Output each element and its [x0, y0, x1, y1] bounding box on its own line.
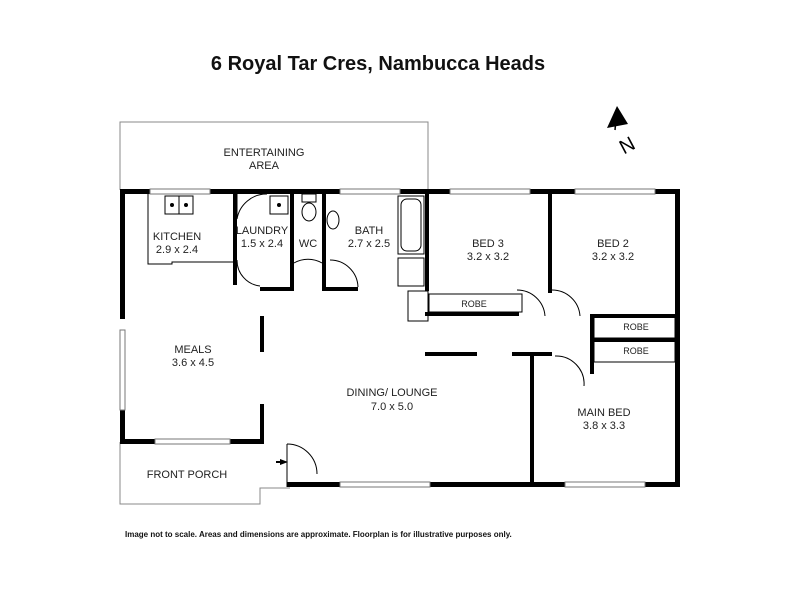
laundry-label: LAUNDRY	[236, 225, 289, 237]
kitchen-label: KITCHEN	[153, 231, 201, 243]
main-bed-size: 3.8 x 3.3	[583, 420, 625, 432]
robe-boxes	[407, 290, 676, 363]
entry-arrow-icon	[276, 459, 288, 465]
bath-size: 2.7 x 2.5	[348, 238, 390, 250]
robe-bed-2-label: ROBE	[623, 322, 649, 332]
meals-size: 3.6 x 4.5	[172, 357, 214, 369]
kitchen-size: 2.9 x 2.4	[156, 244, 198, 256]
entertaining-area-outline	[119, 121, 429, 190]
page-title: 6 Royal Tar Cres, Nambucca Heads	[211, 53, 545, 75]
front-door	[286, 443, 318, 487]
laundry-size: 1.5 x 2.4	[241, 238, 283, 250]
meals-label: MEALS	[174, 344, 211, 356]
bath-door	[329, 259, 359, 288]
bedroom-doors	[516, 289, 585, 387]
north-label: N	[616, 133, 639, 159]
basin-icon	[326, 210, 340, 230]
windows	[119, 188, 656, 488]
bathtub-icon	[397, 195, 425, 255]
robe-bed-3-label: ROBE	[461, 299, 487, 309]
disclaimer: Image not to scale. Areas and dimensions…	[125, 530, 512, 539]
wc-label: WC	[299, 238, 317, 250]
robe-main-bed-label: ROBE	[623, 346, 649, 356]
dining-lounge-label: DINING/ LOUNGE	[346, 387, 437, 399]
bath-label: BATH	[355, 225, 384, 237]
front-porch-label: FRONT PORCH	[147, 469, 228, 481]
sink-icon	[170, 203, 188, 207]
main-bed-label: MAIN BED	[577, 407, 630, 419]
front-porch-outline	[119, 442, 290, 505]
dining-lounge-size: 7.0 x 5.0	[371, 401, 413, 413]
entertaining-area-label: ENTERTAINING	[224, 147, 305, 159]
kitchen-fixtures	[147, 194, 233, 265]
bed-2-label: BED 2	[597, 238, 629, 250]
shower-icon	[397, 257, 425, 287]
toilet-icon	[301, 193, 317, 222]
bed-3-size: 3.2 x 3.2	[467, 251, 509, 263]
entertaining-area-label-line2: AREA	[249, 160, 280, 172]
bed-3-label: BED 3	[472, 238, 504, 250]
bed-2-size: 3.2 x 3.2	[592, 251, 634, 263]
north-arrow-icon	[607, 106, 628, 131]
wc-door	[293, 258, 323, 264]
laundry-fixtures	[236, 193, 289, 287]
